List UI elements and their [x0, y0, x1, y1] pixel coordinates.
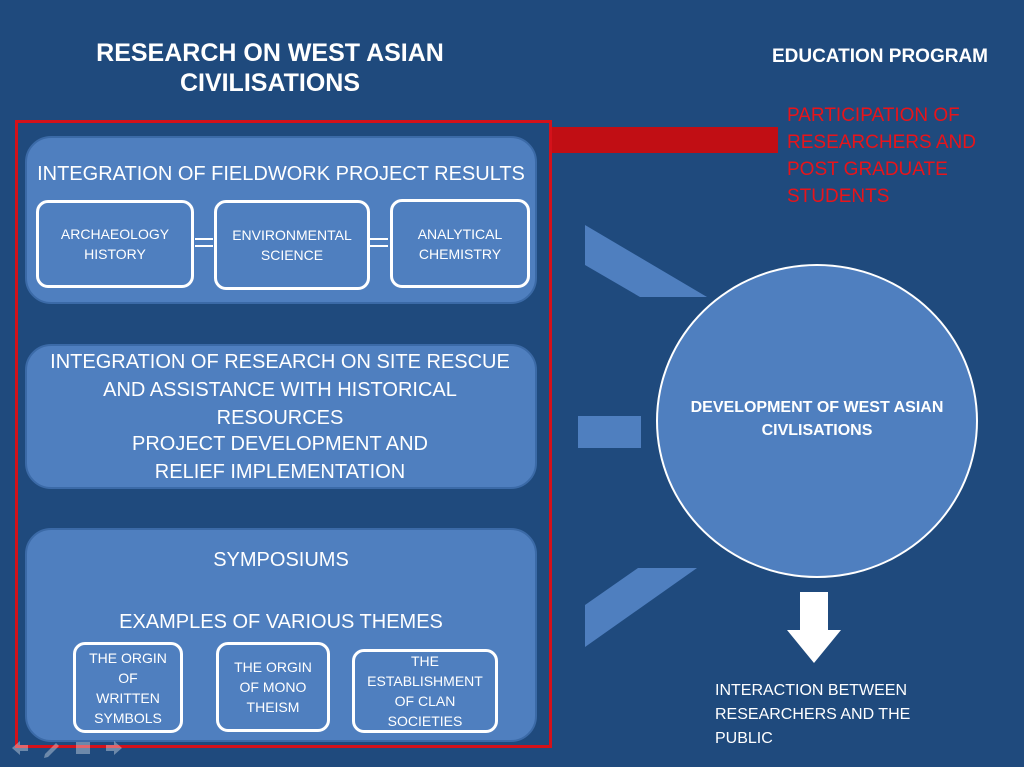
- theme-box-mono-theism: THE ORGIN OF MONO THEISM: [216, 642, 330, 732]
- themes-heading: EXAMPLES OF VARIOUS THEMES: [119, 611, 443, 633]
- connector-upper: [585, 225, 707, 297]
- environmental-science-label: ENVIRONMENTAL SCIENCE: [232, 227, 352, 263]
- participation-text: PARTICIPATION OF RESEARCHERS AND POST GR…: [787, 105, 976, 207]
- interaction-text: INTERACTION BETWEEN RESEARCHERS AND THE …: [715, 682, 911, 747]
- equals-connector: [370, 238, 388, 247]
- analytical-chemistry-label: ANALYTICAL CHEMISTRY: [417, 225, 503, 262]
- education-program-title: EDUCATION PROGRAM: [771, 46, 989, 67]
- connector-lower: [585, 568, 697, 647]
- theme-box-clan-societies: THE ESTABLISHMENT OF CLAN SOCIETIES: [352, 649, 498, 733]
- analytical-chemistry-box: ANALYTICAL CHEMISTRY: [390, 199, 530, 288]
- menu-icon[interactable]: [76, 742, 90, 754]
- education-connector-bar: [552, 127, 778, 153]
- theme-label: THE ORGIN OF WRITTEN SYMBOLS: [89, 649, 167, 726]
- site-rescue-panel: [25, 344, 537, 489]
- slideshow-nav[interactable]: [10, 738, 130, 758]
- connector-shapes: [578, 225, 707, 647]
- pen-icon[interactable]: [44, 743, 59, 758]
- page-title: RESEARCH ON WEST ASIAN CIVILISATIONS: [96, 39, 444, 97]
- site-rescue-heading: INTEGRATION OF RESEARCH ON SITE RESCUE A…: [50, 351, 510, 429]
- theme-label: THE ESTABLISHMENT OF CLAN SOCIETIES: [367, 653, 483, 729]
- equals-connector: [195, 238, 213, 247]
- symposiums-heading: SYMPOSIUMS: [213, 549, 349, 571]
- archaeology-history-label: ARCHAEOLOGY HISTORY: [60, 226, 170, 262]
- theme-label: THE ORGIN OF MONO THEISM: [234, 659, 312, 715]
- research-frame: [15, 120, 552, 748]
- connector-middle: [578, 416, 641, 448]
- fieldwork-heading: INTEGRATION OF FIELDWORK PROJECT RESULTS: [37, 163, 525, 185]
- environmental-science-box: ENVIRONMENTAL SCIENCE: [214, 200, 370, 290]
- development-label: DEVELOPMENT OF WEST ASIAN CIVLISATIONS: [690, 399, 944, 439]
- development-circle: [656, 264, 978, 578]
- theme-box-written-symbols: THE ORGIN OF WRITTEN SYMBOLS: [73, 642, 183, 733]
- down-arrow-icon: [787, 592, 841, 663]
- archaeology-history-box: ARCHAEOLOGY HISTORY: [36, 200, 194, 288]
- project-development-heading: PROJECT DEVELOPMENT AND RELIEF IMPLEMENT…: [132, 433, 428, 483]
- previous-icon[interactable]: [12, 741, 28, 755]
- next-icon[interactable]: [106, 741, 122, 755]
